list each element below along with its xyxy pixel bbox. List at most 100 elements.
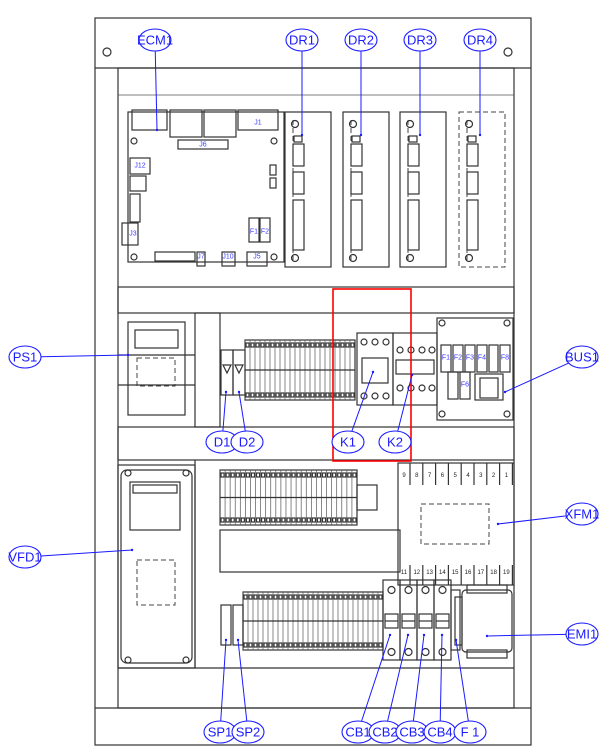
callout-dr1: DR1 — [285, 28, 319, 137]
xfm-terminal-top: 2 — [492, 473, 496, 479]
callout-label: DR3 — [407, 33, 433, 48]
callout-label: F 1 — [461, 725, 480, 740]
leader-dot — [130, 548, 134, 552]
callout-label: CB2 — [372, 725, 397, 740]
callout-bus1: BUS1 — [503, 345, 599, 394]
xfm1-transformer — [397, 462, 515, 586]
leader-dot — [496, 522, 500, 526]
callout-bubble — [565, 622, 599, 646]
leader-dot — [454, 638, 458, 642]
xfm-terminal-bottom: 14 — [439, 570, 446, 576]
callout-d1: D1 — [205, 390, 239, 454]
leader-dot — [440, 633, 444, 637]
leader-dot — [359, 133, 363, 137]
fuse-f1-label: F1 — [250, 229, 258, 236]
callout-f1: F 1 — [453, 638, 487, 744]
fuse-f2-label: F2 — [261, 229, 269, 236]
leader-line — [222, 391, 227, 432]
leader-line — [237, 639, 248, 722]
callout-bubble — [230, 430, 264, 454]
bus-fuse-f6: F6 — [461, 382, 469, 389]
callout-label: VFD1 — [8, 550, 41, 565]
callout-bubble — [331, 430, 365, 454]
callout-label: SP2 — [236, 725, 261, 740]
xfm-terminal-top: 6 — [441, 473, 445, 479]
emi1-filter — [454, 584, 513, 659]
callout-label: D1 — [214, 435, 231, 450]
leader-line — [238, 391, 246, 432]
xfm-terminal-bottom: 16 — [465, 570, 472, 576]
callout-bubble — [565, 345, 599, 369]
leader-dot — [237, 390, 241, 394]
leader-line — [504, 362, 569, 393]
leader-line — [351, 371, 374, 432]
screw-icon — [405, 119, 415, 129]
xfm-terminal-top: 4 — [466, 473, 470, 479]
drive-dr1 — [284, 111, 332, 268]
mounting-hole-icon — [102, 47, 112, 57]
leader-line — [220, 639, 227, 722]
callout-k1: K1 — [331, 370, 375, 454]
callout-label: CB3 — [399, 725, 424, 740]
leader-dot — [503, 390, 507, 394]
ecm1-board: J1 J6 J12 J3 F1 F2 J7 J10 J5 — [121, 109, 285, 267]
callout-bubble — [378, 430, 412, 454]
xfm-terminal-top: 8 — [415, 473, 419, 479]
connector-j1-label: J1 — [254, 120, 262, 127]
din-rail-band — [117, 426, 515, 461]
callout-bubble — [8, 345, 42, 369]
leader-dot — [126, 353, 130, 357]
connector-j12-label: J12 — [134, 163, 145, 170]
circuit-breaker-cb1 — [382, 579, 401, 661]
callout-bubble — [138, 28, 172, 52]
leader-dot — [388, 633, 392, 637]
leader-line — [397, 374, 413, 432]
leader-line — [486, 633, 567, 637]
connector-j10-label: J10 — [222, 254, 233, 261]
callout-dr4: DR4 — [463, 28, 497, 137]
circuit-breaker-cb4 — [433, 579, 452, 661]
xfm-terminal-bottom: 18 — [490, 570, 497, 576]
leader-dot — [300, 133, 304, 137]
leader-dot — [485, 634, 489, 638]
xfm-terminal-bottom: 19 — [503, 570, 510, 576]
callout-label: XFM1 — [565, 507, 600, 522]
leader-dot — [478, 133, 482, 137]
bus-fuse-f3: F3 — [466, 355, 474, 362]
xfm-terminal-bottom: 15 — [452, 570, 459, 576]
xfm-terminal-top: 5 — [454, 473, 458, 479]
xfm-terminal-top: 1 — [505, 473, 509, 479]
leader-dot — [224, 638, 228, 642]
callout-bubble — [453, 720, 487, 744]
callout-dr3: DR3 — [403, 28, 437, 137]
callout-label: DR4 — [467, 33, 493, 48]
bus-fuse-f2: F2 — [454, 355, 462, 362]
callout-bubble — [8, 545, 42, 569]
contactor-k1 — [356, 332, 394, 406]
callout-dr2: DR2 — [344, 28, 378, 137]
leader-line — [361, 634, 391, 722]
callout-cb4: CB4 — [423, 633, 457, 744]
ps1-power-supply — [118, 312, 221, 428]
leader-line — [40, 549, 133, 557]
leader-line — [497, 515, 567, 525]
callout-label: SP1 — [208, 725, 233, 740]
callout-bubble — [463, 28, 497, 52]
screw-icon — [348, 119, 358, 129]
leader-dot — [155, 128, 159, 132]
xfm-terminal-bottom: 11 — [401, 570, 408, 576]
leader-dot — [406, 633, 410, 637]
callout-emi1: EMI1 — [485, 622, 599, 646]
bus-fuse-f1: F1 — [442, 355, 450, 362]
leader-line — [439, 634, 443, 722]
din-rail-band — [117, 286, 515, 314]
callout-d2: D2 — [230, 390, 264, 454]
screw-icon — [290, 119, 300, 129]
connector-j5-label: J5 — [253, 254, 261, 261]
callout-xfm1: XFM1 — [496, 502, 600, 526]
callout-label: EMI1 — [567, 627, 597, 642]
leader-dot — [371, 370, 375, 374]
enclosure-outline — [94, 17, 532, 746]
contactor-k2 — [392, 332, 438, 406]
